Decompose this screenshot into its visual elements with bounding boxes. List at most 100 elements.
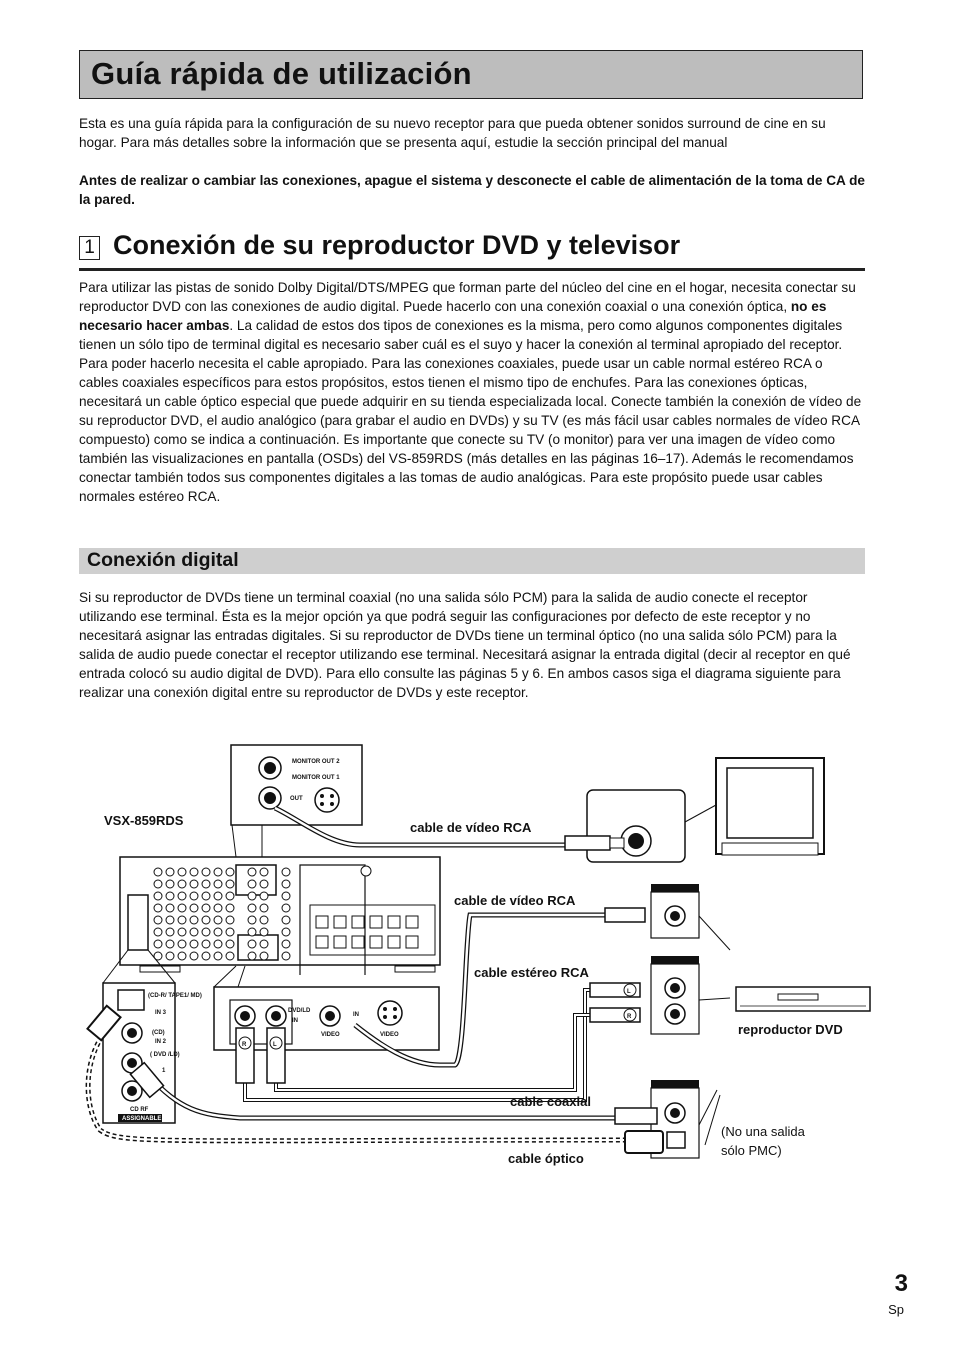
receiver-jack (177, 951, 187, 961)
receiver-jack (259, 867, 269, 877)
receiver-monitor-out-panel: MONITOR OUT 2 MONITOR OUT 1 OUT (230, 744, 363, 826)
receiver-jack (177, 867, 187, 877)
receiver-jack (225, 903, 235, 913)
receiver-jack (259, 903, 269, 913)
receiver-jack (213, 891, 223, 901)
plug-r-label-2: R (242, 1042, 247, 1048)
in-2-label: IN 2 (155, 1039, 167, 1045)
receiver-jack (153, 951, 163, 961)
receiver-jack (247, 951, 257, 961)
receiver-jack (177, 939, 187, 949)
receiver-jack (165, 891, 175, 901)
cd-rf-label: CD RF (130, 1107, 149, 1113)
receiver-jack (177, 903, 187, 913)
section-title: Conexión de su reproductor DVD y televis… (113, 230, 681, 260)
connection-diagram: MONITOR OUT 2 MONITOR OUT 1 OUT VSX-859R… (85, 744, 871, 1166)
tv-monitor (715, 757, 825, 856)
receiver-jack (281, 951, 291, 961)
cd-label: (CD) (152, 1030, 165, 1036)
receiver-jack (259, 939, 269, 949)
speaker-terminal (405, 915, 419, 929)
receiver-jack (177, 879, 187, 889)
receiver-jack (153, 915, 163, 925)
receiver-jack (281, 867, 291, 877)
dvd-ld-paren-label: ( DVD /LD) (150, 1052, 180, 1058)
speaker-terminal (315, 915, 329, 929)
receiver-jack (281, 891, 291, 901)
video-label-2: VIDEO (380, 1032, 399, 1038)
assignable-label: ASSIGNABLE (122, 1116, 161, 1122)
receiver-jack (281, 879, 291, 889)
receiver-jack (213, 915, 223, 925)
receiver-jack (165, 939, 175, 949)
speaker-terminal (405, 935, 419, 949)
plug-r-label: R (627, 1014, 632, 1020)
receiver-jack (281, 939, 291, 949)
receiver-jack (189, 867, 199, 877)
speaker-terminal (333, 915, 347, 929)
note-line-1: (No una salida (721, 1124, 806, 1139)
subsection-title: Conexión digital (87, 549, 239, 571)
receiver-jack (153, 879, 163, 889)
section-body-bold: no es necesario hacer ambas (79, 299, 827, 333)
receiver-jack (259, 891, 269, 901)
plug-l-label-2: L (273, 1042, 277, 1048)
receiver-jack (259, 879, 269, 889)
receiver-jack (213, 879, 223, 889)
receiver-jack (225, 879, 235, 889)
page-number: 3 (894, 1270, 908, 1297)
page-language: Sp (888, 1302, 904, 1317)
receiver-digital-inputs-panel: (CD-R/ TAPE1/ MD) IN 3 (CD) IN 2 ( DVD /… (102, 982, 202, 1124)
note-line-2: sólo PMC) (721, 1143, 782, 1158)
receiver-jack (177, 927, 187, 937)
receiver-jack (247, 867, 257, 877)
page-title-banner: Guía rápida de utilización (79, 50, 863, 99)
subsection-heading: Conexión digital (79, 548, 865, 574)
receiver-jack (247, 903, 257, 913)
receiver-jack (213, 927, 223, 937)
cable-optical-label: cable óptico (508, 1151, 584, 1166)
plug-l-label: L (627, 989, 631, 995)
receiver-jack (247, 915, 257, 925)
receiver-jack (201, 903, 211, 913)
receiver-jack (247, 927, 257, 937)
receiver-jack (225, 939, 235, 949)
section-number: 1 (79, 236, 100, 260)
receiver-jack (165, 951, 175, 961)
receiver-dvd-inputs-panel: DVD/LD IN VIDEO IN VIDEO (213, 986, 440, 1051)
receiver-jack (153, 939, 163, 949)
speaker-terminal (387, 935, 401, 949)
cable-video-2-label: cable de vídeo RCA (454, 893, 576, 908)
cable-stereo-label: cable estéreo RCA (474, 965, 589, 980)
speaker-terminal (369, 935, 383, 949)
monitor-out-2-label: MONITOR OUT 2 (292, 759, 340, 765)
receiver-jack (247, 891, 257, 901)
speaker-terminal (315, 935, 329, 949)
receiver-jack (281, 927, 291, 937)
speaker-terminal (333, 935, 347, 949)
receiver-rear-panel (119, 856, 441, 973)
in-1-label: 1 (162, 1068, 166, 1074)
receiver-jack (225, 867, 235, 877)
dvd-audio-out-jacks (650, 956, 700, 1035)
out-label: OUT (290, 796, 303, 802)
dvd-in-label: IN (292, 1018, 298, 1024)
receiver-jack (165, 915, 175, 925)
receiver-jack (225, 915, 235, 925)
receiver-jack (165, 903, 175, 913)
dvd-player-label: reproductor DVD (738, 1022, 843, 1037)
receiver-jack (153, 891, 163, 901)
page-title: Guía rápida de utilización (91, 56, 472, 91)
receiver-jack (259, 927, 269, 937)
speaker-terminal (387, 915, 401, 929)
receiver-jack (189, 891, 199, 901)
dvd-ld-label: DVD/LD (288, 1008, 311, 1014)
in-label-2: IN (353, 1012, 359, 1018)
in-3-label: IN 3 (155, 1010, 167, 1016)
video-label-1: VIDEO (321, 1032, 340, 1038)
speaker-terminal (351, 915, 365, 929)
subsection-body: Si su reproductor de DVDs tiene un termi… (79, 590, 851, 700)
speaker-terminal (369, 915, 383, 929)
receiver-jack (153, 927, 163, 937)
receiver-jack (177, 915, 187, 925)
